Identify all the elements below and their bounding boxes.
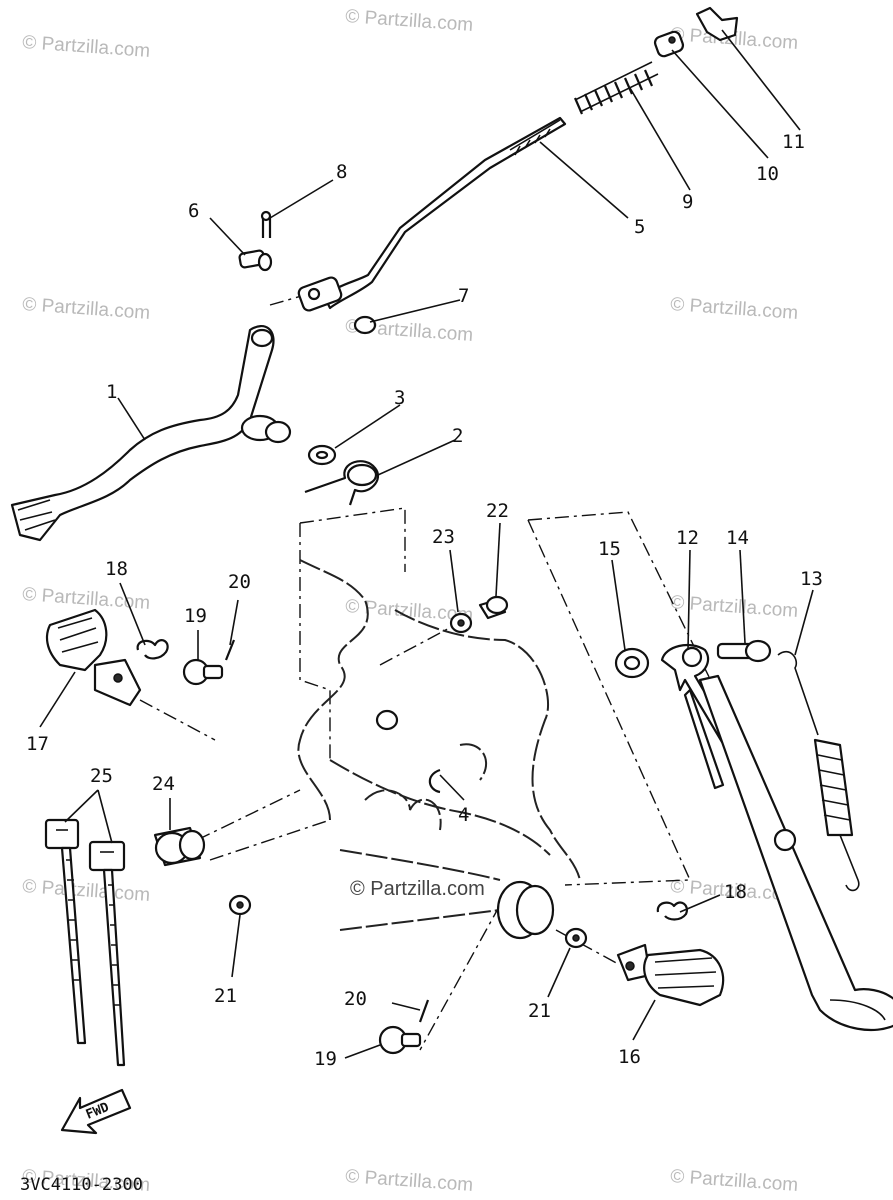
watermark: © Partzilla.com: [22, 876, 151, 906]
callout-16: 16: [618, 1046, 641, 1068]
watermark: © Partzilla.com: [670, 294, 799, 324]
washer: [564, 927, 588, 949]
callout-13: 13: [800, 568, 823, 590]
pivot-bolt: [716, 639, 772, 663]
callout-12: 12: [676, 527, 699, 549]
cotter-pin: [418, 999, 430, 1023]
callout-22: 22: [486, 500, 509, 522]
callout-11: 11: [782, 131, 805, 153]
callout-9: 9: [682, 191, 693, 213]
watermark: © Partzilla.com: [22, 32, 151, 62]
footrest-pin: [378, 1025, 422, 1055]
washer: [307, 444, 337, 466]
cable-tie: [88, 840, 126, 1067]
callout-18: 18: [105, 558, 128, 580]
callout-21: 21: [528, 1000, 551, 1022]
callout-20: 20: [228, 571, 251, 593]
sidestand-spring: [777, 650, 860, 892]
watermark: © Partzilla.com: [22, 294, 151, 324]
watermark: © Partzilla.com: [345, 6, 474, 36]
diagram-code: 3VC4110-2300: [20, 1175, 143, 1195]
cotter-pin: [224, 639, 236, 661]
callout-8: 8: [336, 161, 347, 183]
callout-7: 7: [458, 285, 469, 307]
callout-6: 6: [188, 200, 199, 222]
callout-24: 24: [152, 773, 175, 795]
brake-rod: [297, 116, 567, 312]
washer: [228, 894, 252, 916]
callout-1: 1: [106, 381, 117, 403]
collar: [153, 826, 206, 867]
brake-pedal: [10, 325, 292, 542]
frame-outline: [297, 559, 581, 931]
callout-10: 10: [756, 163, 779, 185]
cotter-pin: [260, 210, 272, 238]
frame-boss: [375, 709, 399, 731]
watermark: © Partzilla.com: [345, 1166, 474, 1196]
callout-19: 19: [184, 605, 207, 627]
bolt: [478, 595, 509, 620]
frame-boss: [496, 880, 555, 940]
watermarks: © Partzilla.com © Partzilla.com © Partzi…: [22, 6, 799, 1196]
adjuster-spring: [573, 61, 659, 115]
callout-25: 25: [90, 765, 113, 787]
callout-3: 3: [394, 387, 405, 409]
callout-5: 5: [634, 216, 645, 238]
wing-nut: [695, 6, 739, 42]
fwd-arrow: FWD: [60, 1088, 132, 1135]
callout-18: 18: [724, 881, 747, 903]
callout-23: 23: [432, 526, 455, 548]
pin: [238, 249, 273, 272]
callout-14: 14: [726, 527, 749, 549]
return-spring: [304, 460, 380, 506]
right-footrest: [616, 943, 725, 1007]
adjuster-collar: [653, 30, 685, 58]
callout-19: 19: [314, 1048, 337, 1070]
callout-17: 17: [26, 733, 49, 755]
callout-2: 2: [452, 425, 463, 447]
callout-21: 21: [214, 985, 237, 1007]
footrest-spring: [136, 639, 169, 660]
leader-lines: [39, 29, 814, 1059]
pivot-nut: [614, 647, 650, 679]
cable-tie: [44, 818, 87, 1045]
nut: [353, 315, 377, 335]
nut: [449, 612, 473, 634]
guide-lines: [139, 294, 741, 1051]
footrest-spring: [656, 901, 688, 921]
footrest-pin: [182, 658, 224, 686]
sidestand: [698, 674, 893, 1032]
center-watermark: © Partzilla.com: [350, 878, 485, 900]
watermark: © Partzilla.com: [670, 1166, 799, 1196]
callout-20: 20: [344, 988, 367, 1010]
callouts: 1 2 3 4 5 6 7 8 9 10 11 12 13 14 15 16 1…: [26, 131, 823, 1070]
e-clip: [428, 768, 441, 794]
left-footrest: [45, 608, 142, 707]
callout-4: 4: [458, 804, 469, 826]
callout-15: 15: [598, 538, 621, 560]
